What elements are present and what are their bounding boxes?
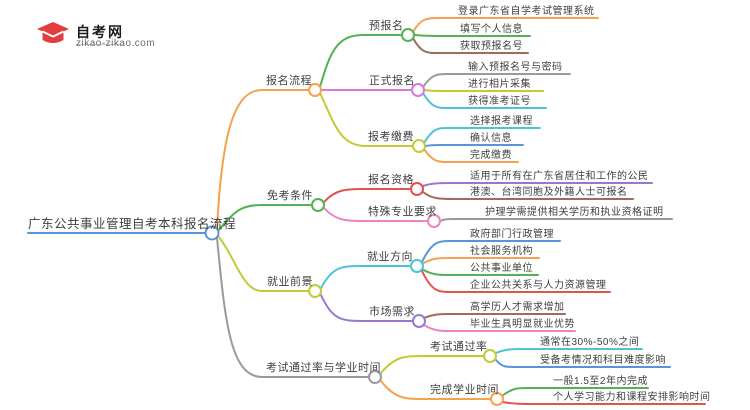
leaf-line [423,127,541,144]
leaf-line [421,268,539,276]
root-node-circle [204,225,220,241]
node-circle [483,349,497,363]
sub-branch-label: 市场需求 [369,306,415,318]
branch-line-exemption-conditions [217,204,312,232]
leaf-line [439,218,673,222]
leaf-label: 受备考情况和科目难度影响 [540,355,666,366]
leaf-label: 一般1.5至2年内完成 [553,376,648,387]
line-exam-pass-rate [380,355,485,374]
leaf-label: 政府部门行政管理 [470,229,554,240]
node-circle [308,284,322,298]
sub-branch-label: 正式报名 [369,75,415,87]
leaf-line [424,89,544,92]
leaf-label: 护理学需提供相关学历和执业资格证明 [485,207,664,218]
node-circle [410,259,424,273]
site-logo[interactable]: 自考网 [28,12,124,54]
leaf-label: 登录广东省自学考试管理系统 [458,6,595,17]
leaf-line [425,144,524,147]
line-registration-eligibility [323,188,411,203]
node-circle [311,198,325,212]
leaf-label: 选择报考课程 [470,116,533,127]
leaf-line [421,240,561,263]
leaf-label: 获得准考证号 [468,96,531,107]
leaf-label: 填写个人信息 [460,24,523,35]
branch-label: 考试通过率与学业时间 [266,362,381,374]
node-circle [427,214,441,228]
leaf-label: 毕业生具明显就业优势 [470,319,575,330]
leaf-label: 通常在30%-50%之间 [540,337,640,348]
graduation-cap-icon [31,17,69,50]
leaf-label: 港澳、台湾同胞及外籍人士可报名 [470,187,628,198]
leaf-label: 获取预报名号 [460,41,523,52]
root-node-label: 广东公共事业管理自考本科报名流程 [28,217,237,231]
leaf-line [422,73,571,88]
branch-label: 免考条件 [267,190,313,202]
branch-line-registration-process [216,89,309,230]
line-completion-time [380,380,491,400]
leaf-line [412,37,529,54]
leaf-label: 完成缴费 [470,150,512,161]
leaf-label: 企业公共关系与人力资源管理 [470,280,607,291]
leaf-label: 个人学习能力和课程安排影响时间 [553,392,711,403]
node-circle [308,83,322,97]
leaf-line [422,191,634,200]
leaf-line [501,387,649,397]
branch-label: 报名流程 [266,75,312,87]
leaf-label: 高学历人才需求增加 [470,302,565,313]
logo-domain: zikao-zikao.com [76,38,156,49]
node-circle [411,83,425,97]
node-circle [410,182,424,196]
sub-branch-label: 完成学业时间 [430,384,499,396]
leaf-label: 确认信息 [470,133,512,144]
leaf-line [423,324,576,332]
leaf-line [421,257,540,265]
leaf-line [495,348,643,354]
sub-branch-label: 考试通过率 [430,341,488,353]
leaf-line [423,313,566,319]
line-market-demand [320,294,413,322]
branch-line-pass-rate-study-time [216,237,369,378]
sub-branch-label: 报名资格 [368,174,414,186]
node-circle [401,28,415,42]
leaf-line [421,270,611,293]
line-pre-registration [319,34,402,88]
leaf-label: 适用于所有在广东省居住和工作的公民 [470,171,649,182]
sub-branch-label: 预报名 [369,20,404,32]
line-employment-direction [320,265,411,289]
leaf-label: 进行相片采集 [468,79,531,90]
leaf-line [423,148,519,163]
leaf-label: 输入预报名号与密码 [468,62,563,73]
leaf-line [414,34,531,37]
logo-title: 自考网 [76,23,124,40]
leaf-line [495,359,671,368]
sub-branch-label: 报考缴费 [368,131,414,143]
branch-line-employment-outlook [217,235,309,292]
node-circle [412,314,426,328]
node-circle [490,392,504,406]
line-special-major-requirements [323,207,428,222]
branch-label: 就业前景 [267,276,313,288]
leaf-line [501,401,706,405]
leaf-line [412,17,599,33]
line-exam-payment [319,92,413,147]
sub-branch-label: 就业方向 [367,251,413,263]
node-circle [368,370,382,384]
node-circle [412,139,426,153]
sub-branch-label: 特殊专业要求 [368,206,437,218]
leaf-line [422,182,653,187]
leaf-label: 社会服务机构 [470,246,533,257]
leaf-line [422,92,547,109]
leaf-label: 公共事业单位 [470,263,533,274]
